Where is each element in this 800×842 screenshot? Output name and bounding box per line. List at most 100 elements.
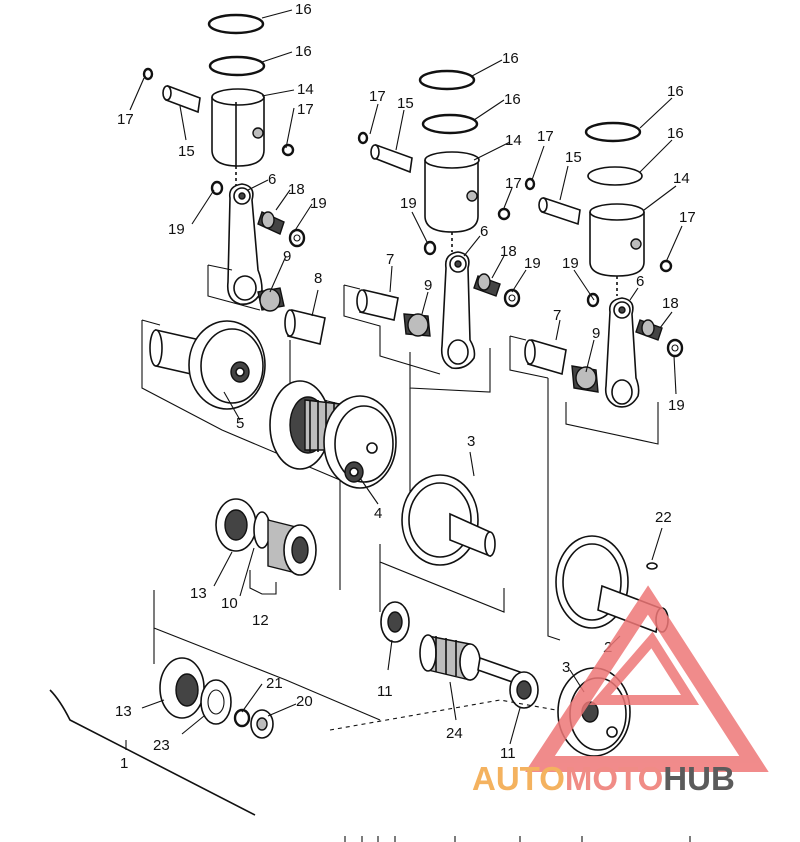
seal-23 xyxy=(200,679,232,725)
callout-16: 16 xyxy=(295,43,312,60)
callout-17: 17 xyxy=(679,209,696,226)
callout-16: 16 xyxy=(295,1,312,18)
con-rod-center xyxy=(440,251,476,370)
callout-11: 11 xyxy=(377,683,393,700)
callout-6: 6 xyxy=(268,171,276,188)
washer-right-a xyxy=(586,292,600,308)
callout-14: 14 xyxy=(505,132,522,149)
crank-half-center xyxy=(401,474,496,566)
watermark-text: AUTOMOTOHUB xyxy=(472,760,735,797)
connecting-rod-left xyxy=(210,180,326,345)
callout-16: 16 xyxy=(504,91,521,108)
guide-bracket-right-rod xyxy=(509,335,549,379)
watermark-logo xyxy=(525,585,769,772)
watermark-hub: HUB xyxy=(663,760,735,797)
callout-13: 13 xyxy=(190,585,207,602)
callout-9: 9 xyxy=(592,325,600,342)
callout-7: 7 xyxy=(386,251,394,268)
callout-labels: 16 16 17 15 14 17 6 18 19 19 9 8 5 16 16… xyxy=(115,1,696,772)
callout-24: 24 xyxy=(446,725,463,742)
circlip-right-b xyxy=(659,259,673,273)
watermark-auto: AUTO xyxy=(472,760,565,797)
guide-bracket-right-pin xyxy=(565,402,659,445)
callout-11: 11 xyxy=(500,745,516,762)
circlip-right-a xyxy=(524,177,536,191)
callout-3: 3 xyxy=(467,433,475,450)
triangle-logo-icon xyxy=(525,585,769,772)
callout-5: 5 xyxy=(236,415,244,432)
piston-assembly-center xyxy=(357,69,511,252)
washer-center-a xyxy=(423,240,437,256)
washer-center-b xyxy=(503,288,521,308)
callout-15: 15 xyxy=(397,95,414,112)
washer-left-b xyxy=(288,228,306,248)
callout-19: 19 xyxy=(168,221,185,238)
leader-lines xyxy=(125,9,683,750)
callout-16: 16 xyxy=(667,125,684,142)
piston-pin-right xyxy=(541,196,581,226)
callout-4: 4 xyxy=(374,505,382,522)
callout-19: 19 xyxy=(524,255,541,272)
callout-3: 3 xyxy=(562,659,570,676)
callout-19: 19 xyxy=(310,195,327,212)
crank-half-left xyxy=(149,320,266,410)
piston-assembly-left xyxy=(142,13,295,186)
connecting-rod-right xyxy=(524,292,684,408)
callout-18: 18 xyxy=(500,243,517,260)
callout-17: 17 xyxy=(369,88,386,105)
callout-17: 17 xyxy=(297,101,314,118)
watermark-moto: MOTO xyxy=(565,760,663,797)
guide-bracket-center-lower xyxy=(379,544,505,613)
main-bearing-left xyxy=(215,498,317,595)
callout-19: 19 xyxy=(668,397,685,414)
circlip-center-a xyxy=(357,131,369,145)
circlip-left-a xyxy=(142,67,154,81)
callout-16: 16 xyxy=(667,83,684,100)
callout-1: 1 xyxy=(120,755,128,772)
key-22 xyxy=(646,562,658,570)
callout-14: 14 xyxy=(297,81,314,98)
connecting-rod-center xyxy=(356,240,521,370)
washer-left-a xyxy=(210,180,224,196)
callout-18: 18 xyxy=(288,181,305,198)
guide-bracket-left-web xyxy=(141,319,341,590)
callout-21: 21 xyxy=(266,675,283,692)
callout-6: 6 xyxy=(480,223,488,240)
callout-10: 10 xyxy=(221,595,238,612)
piston-pin-center xyxy=(373,143,413,174)
bracket-assembly-1 xyxy=(49,689,256,816)
callout-18: 18 xyxy=(662,295,679,312)
alignment-line-bottom xyxy=(329,699,557,731)
piston-ring-center-top xyxy=(418,69,476,91)
con-rod-left xyxy=(226,183,263,306)
svg-text:AUTOMOTOHUB: AUTOMOTOHUB xyxy=(472,760,735,797)
callout-15: 15 xyxy=(565,149,582,166)
center-bearing-group xyxy=(380,601,539,709)
piston-ring-center-second xyxy=(421,113,479,135)
guide-bracket-center-rod xyxy=(343,284,441,375)
piston-ring-right-top xyxy=(584,121,642,143)
callout-19: 19 xyxy=(400,195,417,212)
scan-marks xyxy=(344,836,691,842)
crank-web-center-lower xyxy=(401,474,479,566)
circlip-left-b xyxy=(281,143,295,157)
piston-assembly-right xyxy=(524,121,673,296)
guide-bracket-left-rod xyxy=(207,264,261,311)
washer-21 xyxy=(233,708,251,728)
callout-15: 15 xyxy=(178,143,195,160)
bearing-stack-lower-left xyxy=(159,657,274,739)
callout-19: 19 xyxy=(562,255,579,272)
callout-8: 8 xyxy=(314,270,322,287)
washer-right-b xyxy=(666,338,684,358)
piston-ring-left-top xyxy=(207,13,265,35)
piston-left xyxy=(211,97,265,167)
guide-bracket-right-long xyxy=(547,378,561,641)
callout-6: 6 xyxy=(636,273,644,290)
callout-12: 12 xyxy=(252,612,269,629)
callout-17: 17 xyxy=(537,128,554,145)
callout-13: 13 xyxy=(115,703,132,720)
callout-9: 9 xyxy=(424,277,432,294)
callout-17: 17 xyxy=(117,111,134,128)
callout-17: 17 xyxy=(505,175,522,192)
